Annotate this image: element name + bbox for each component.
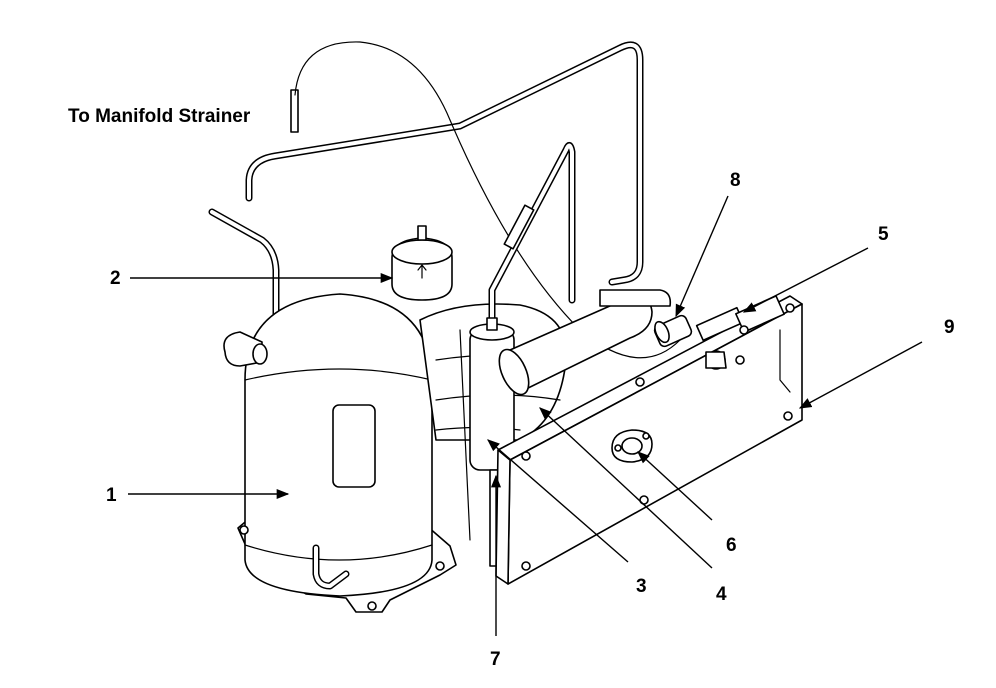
callout-2: 2	[110, 268, 121, 289]
fitting-flange	[611, 429, 653, 463]
callout-7: 7	[490, 649, 501, 670]
callout-3: 3	[636, 576, 647, 597]
suction-tube	[488, 142, 576, 326]
leader-8	[675, 195, 729, 318]
mounting-panel	[495, 295, 803, 585]
capillary-line	[294, 41, 681, 359]
callout-1: 1	[106, 485, 117, 506]
leader-4	[539, 407, 713, 569]
accumulator	[391, 225, 453, 301]
leader-6	[637, 451, 713, 521]
valve-assembly	[653, 306, 745, 370]
callout-4: 4	[716, 584, 727, 605]
compressor	[223, 293, 457, 613]
callout-9: 9	[944, 317, 955, 338]
callout-6: 6	[726, 535, 737, 556]
strainer-label: To Manifold Strainer	[68, 106, 251, 127]
strainer-tube	[245, 41, 644, 286]
leader-9	[798, 341, 923, 409]
callout-5: 5	[878, 224, 889, 245]
callout-8: 8	[730, 170, 741, 191]
horizontal-cylinder	[498, 289, 672, 396]
leader-5	[742, 247, 869, 313]
leader-3	[487, 439, 629, 563]
